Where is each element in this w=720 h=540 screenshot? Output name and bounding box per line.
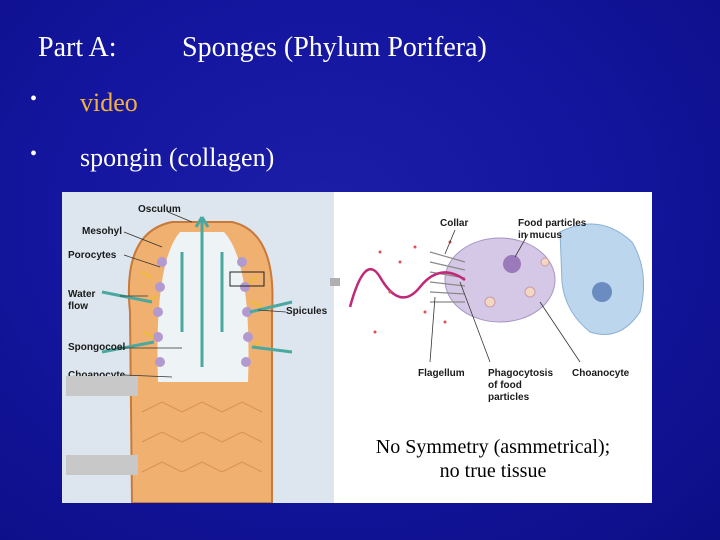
label-particles: particles — [488, 392, 529, 403]
slide-title-part: Part A: — [38, 32, 117, 64]
slide-title: Sponges (Phylum Porifera) — [182, 32, 487, 64]
label-spicules: Spicules — [286, 306, 327, 317]
label-osculum: Osculum — [138, 204, 181, 215]
caption-line-2: no true tissue — [334, 459, 652, 483]
label-cover-box — [66, 455, 138, 475]
bullet-video-link[interactable]: video — [80, 88, 138, 118]
label-of-food: of food — [488, 380, 522, 391]
label-mesohyl: Mesohyl — [82, 226, 122, 237]
figure-caption: No Symmetry (asmmetrical); no true tissu… — [334, 435, 652, 483]
bullet-marker: • — [30, 143, 37, 166]
label-flagellum: Flagellum — [418, 368, 465, 379]
sponge-anatomy-figure: Osculum Mesohyl Porocytes Water flow Spi… — [62, 192, 652, 503]
label-flow: flow — [68, 301, 88, 312]
label-food-particles: Food particles — [518, 218, 586, 229]
choanocyte-detail-panel: Collar Food particles in mucus Flagellum… — [340, 192, 652, 392]
caption-line-1: No Symmetry (asmmetrical); — [334, 435, 652, 459]
label-water: Water — [68, 289, 95, 300]
sponge-cross-section-panel: Osculum Mesohyl Porocytes Water flow Spi… — [62, 192, 334, 503]
label-collar: Collar — [440, 218, 468, 229]
label-spongocoel: Spongocoel — [68, 342, 125, 353]
label-porocytes: Porocytes — [68, 250, 116, 261]
label-phagocytosis: Phagocytosis — [488, 368, 553, 379]
choanocyte-illustration — [340, 192, 652, 392]
bullet-marker: • — [30, 88, 37, 111]
label-cover-box — [66, 376, 138, 396]
label-choanocyte-right: Choanocyte — [572, 368, 629, 379]
bullet-spongin: spongin (collagen) — [80, 143, 274, 173]
label-in-mucus: in mucus — [518, 230, 562, 241]
